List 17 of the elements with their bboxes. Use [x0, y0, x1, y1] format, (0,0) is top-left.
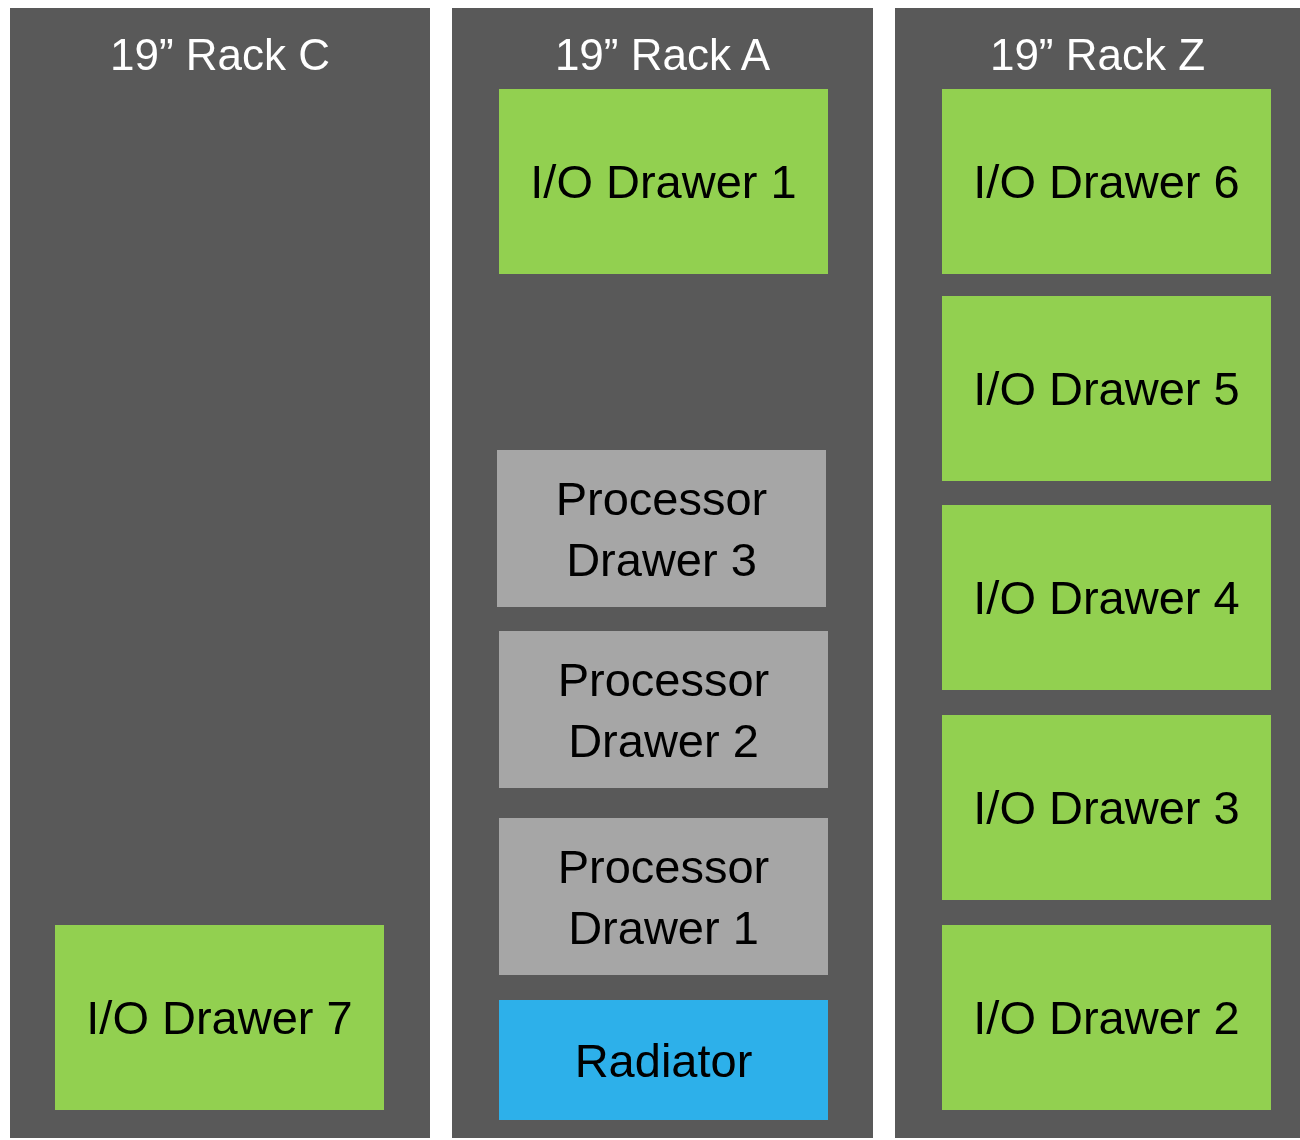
- processor-drawer-box: Processor Drawer 1: [499, 818, 828, 975]
- rack-panel: [895, 8, 1300, 1138]
- processor-drawer-box: Processor Drawer 2: [499, 631, 828, 788]
- io-drawer-box: I/O Drawer 3: [942, 715, 1271, 900]
- rack-title: 19” Rack C: [108, 30, 332, 80]
- rack-title: 19” Rack Z: [988, 30, 1207, 80]
- rack-panel: [10, 8, 430, 1138]
- radiator-box: Radiator: [499, 1000, 828, 1120]
- io-drawer-box: I/O Drawer 5: [942, 296, 1271, 481]
- rack-panel: [452, 8, 873, 1138]
- io-drawer-box: I/O Drawer 7: [55, 925, 384, 1110]
- rack-title: 19” Rack A: [553, 30, 772, 80]
- io-drawer-box: I/O Drawer 2: [942, 925, 1271, 1110]
- processor-drawer-box: Processor Drawer 3: [497, 450, 826, 607]
- io-drawer-box: I/O Drawer 4: [942, 505, 1271, 690]
- io-drawer-box: I/O Drawer 6: [942, 89, 1271, 274]
- io-drawer-box: I/O Drawer 1: [499, 89, 828, 274]
